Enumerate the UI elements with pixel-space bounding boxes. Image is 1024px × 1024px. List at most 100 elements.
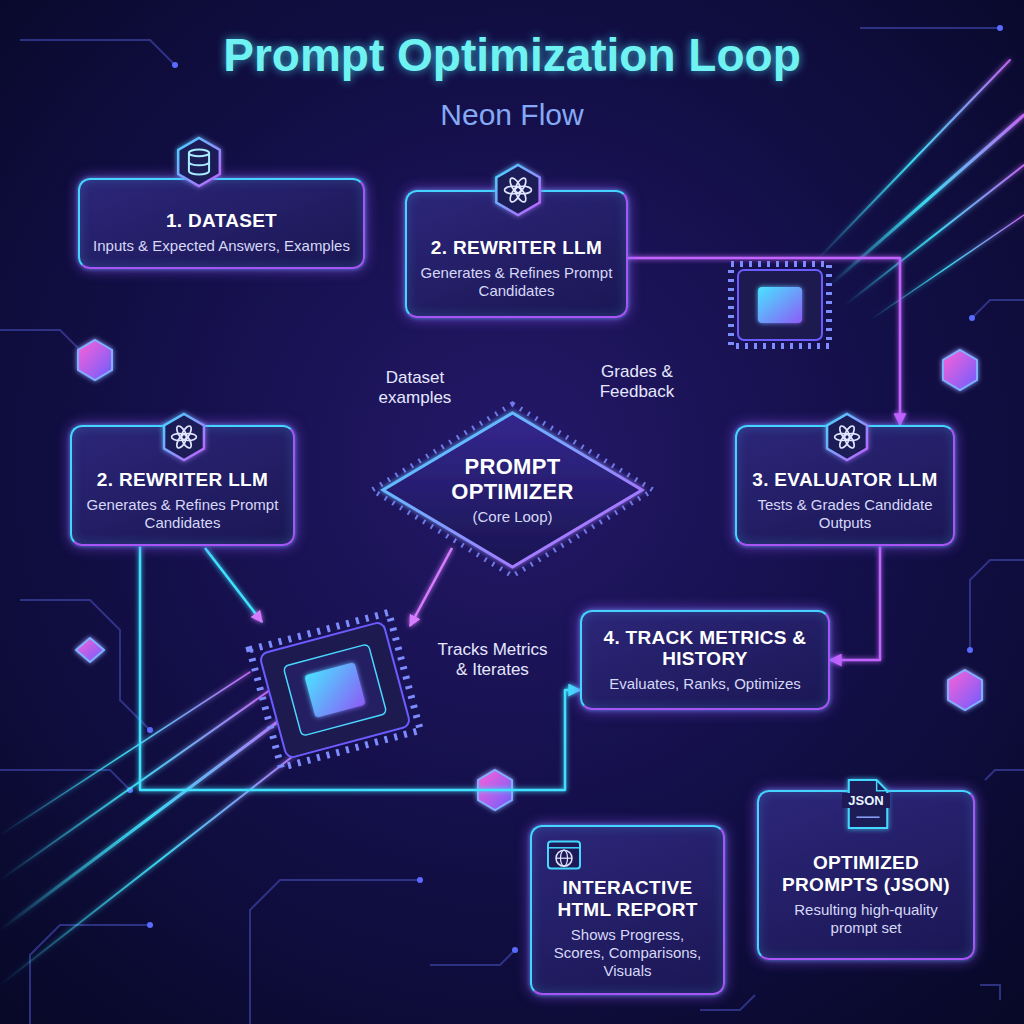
flow-connector <box>295 509 413 512</box>
diagram-title: Prompt Optimization Loop <box>0 28 1024 82</box>
process-box: 2. REWRITER LLM Generates & Refines Promp… <box>70 425 295 546</box>
db-icon <box>178 138 220 186</box>
chip-pins <box>731 264 829 346</box>
process-box: 2. REWRITER LLMGenerates & Refines Promp… <box>405 190 628 318</box>
circuit-dot <box>147 727 153 733</box>
chip-core <box>758 287 802 323</box>
chip <box>731 264 829 346</box>
chip-frame <box>283 644 387 736</box>
node-body: Evaluates, Ranks, Optimizes <box>609 675 801 693</box>
doc-icon <box>856 816 879 818</box>
light-streak <box>0 735 320 985</box>
light-streak <box>0 705 300 930</box>
ai-icon <box>164 414 204 460</box>
flow-connector <box>619 710 622 825</box>
circuit-trace <box>20 40 175 65</box>
flow-connector <box>830 546 880 660</box>
globe-icon <box>556 850 572 866</box>
icon-label: JSON <box>842 793 890 808</box>
flow-connector <box>295 484 388 487</box>
globe-icon <box>542 833 586 877</box>
circuit-trace <box>0 770 130 790</box>
circuit-trace <box>700 995 755 1010</box>
light-streak <box>0 672 250 835</box>
circuit-trace <box>860 27 1000 29</box>
output-box: INTERACTIVE HTML REPORTShows Progress, S… <box>530 825 725 995</box>
circuit-trace <box>430 950 515 965</box>
globe-icon <box>548 841 580 868</box>
globe-icon <box>556 858 572 859</box>
node-body: Inputs & Expected Answers, Examples <box>93 237 350 255</box>
ai-icon <box>818 408 876 466</box>
node-heading: PROMPT OPTIMIZER <box>438 454 588 505</box>
db-icon <box>189 150 209 157</box>
leader-arrow <box>410 548 452 626</box>
ai-icon <box>155 408 213 466</box>
leader-arrow <box>205 548 262 622</box>
circuit-trace <box>972 300 1024 318</box>
process-box: 1. DATASET Inputs & Expected Answers, Exa… <box>78 178 365 269</box>
ai-icon <box>496 165 539 215</box>
circuit-trace <box>20 600 150 730</box>
light-streak <box>815 60 1010 262</box>
leader-arrow <box>205 548 452 626</box>
circuit-dot <box>997 25 1003 31</box>
ai-icon <box>164 414 204 460</box>
circuit-dot <box>969 315 975 321</box>
node-heading: 2. REWRITER LLM <box>97 469 268 491</box>
process-box: 3. EVALUATOR LLMTests & Grades Candidate… <box>735 425 955 546</box>
flow-connector <box>365 234 405 237</box>
node-heading: 4. TRACK METRICS & HISTORY <box>594 627 816 671</box>
ai-icon <box>179 425 193 442</box>
db-icon <box>189 162 209 165</box>
doc-icon <box>877 780 888 791</box>
node-heading: 2. REWRITER LLM <box>431 237 602 259</box>
circuit-dot <box>417 877 423 883</box>
circuit-trace <box>970 560 1024 650</box>
flow-connector <box>599 517 602 610</box>
node-body: Shows Progress, Scores, Comparisons, Vis… <box>544 926 711 981</box>
circuit-dot <box>512 947 518 953</box>
chip-core <box>304 662 366 718</box>
flow-connector <box>725 899 757 902</box>
ai-icon <box>842 425 856 442</box>
node-body: Resulting high-quality prompt set <box>771 901 961 938</box>
diamond-outline <box>383 413 642 567</box>
output-box: OPTIMIZED PROMPTS (JSON) Resulting high-q… <box>757 790 975 960</box>
circuit-trace <box>0 330 80 350</box>
circuit-trace <box>0 28 1024 1024</box>
node-body: (Core Loop) <box>472 508 552 526</box>
subtitle: Neon Flow <box>312 98 712 132</box>
ai-icon <box>496 165 539 215</box>
db-icon <box>178 138 220 186</box>
flow-connector <box>627 500 630 610</box>
circuit-trace <box>980 985 1000 1000</box>
flow-label: Dataset examples <box>360 368 470 408</box>
flow-connector <box>495 318 498 420</box>
flow-connector <box>637 484 735 487</box>
light-streak <box>0 60 1024 985</box>
chip-body <box>259 621 411 758</box>
flow-connector <box>799 710 802 790</box>
hexagon-ornament <box>943 350 977 390</box>
circuit-dot <box>967 647 973 653</box>
core-diamond: PROMPT OPTIMIZER (Core Loop) <box>380 410 645 570</box>
node-body: Generates & Refines Prompt Candidates <box>84 496 281 533</box>
circuit-trace <box>250 880 420 1024</box>
globe-icon <box>548 841 580 868</box>
hexagon-ornament <box>78 340 112 380</box>
db-icon <box>189 153 209 175</box>
node-heading: 1. DATASET <box>166 210 277 232</box>
ai-icon <box>827 414 867 460</box>
flow-connector <box>612 509 735 512</box>
flow-connector <box>179 269 182 425</box>
light-streak <box>830 115 1024 285</box>
chip <box>250 612 421 767</box>
light-streak <box>845 165 1024 305</box>
circuit-trace <box>985 770 1024 780</box>
chip-body <box>738 270 822 340</box>
hexagon-ornament <box>948 670 982 710</box>
node-heading: OPTIMIZED PROMPTS (JSON) <box>771 852 961 896</box>
circuit-dot <box>172 62 178 68</box>
